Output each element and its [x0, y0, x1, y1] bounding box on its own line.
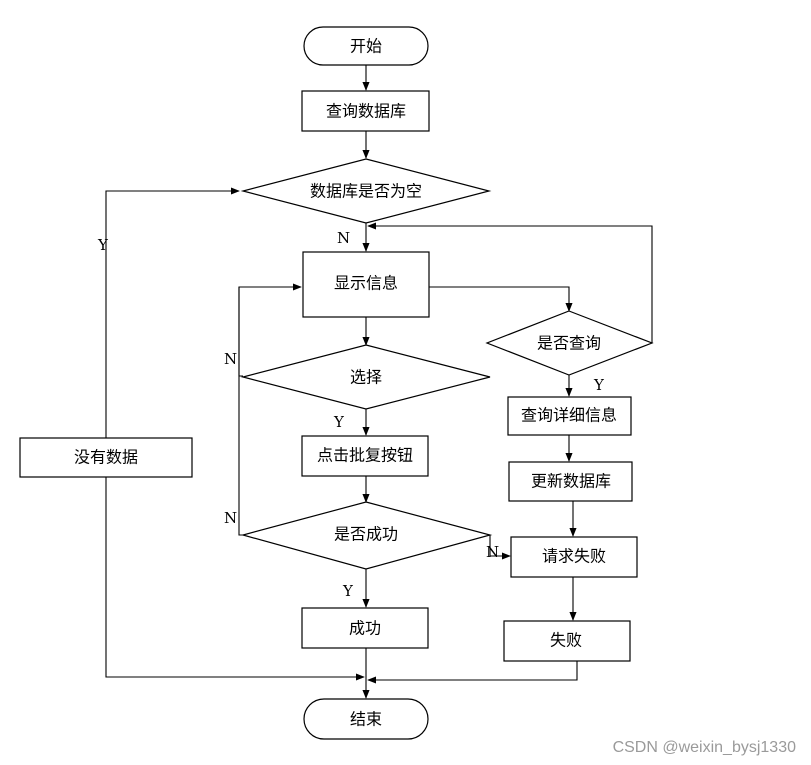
node-is-query-label: 是否查询 [537, 334, 601, 353]
node-update-db: 更新数据库 [508, 461, 633, 502]
label-fail-no: N [486, 543, 499, 561]
edge-fail-to-end [367, 661, 578, 684]
edge-labels: Y N N Y N Y Y N [97, 229, 605, 600]
edge-select-no-to-show-info [238, 283, 302, 377]
node-db-empty-label: 数据库是否为空 [310, 182, 422, 201]
edge-no-data-to-end [105, 477, 365, 681]
node-click-approve-label: 点击批复按钮 [317, 446, 413, 465]
node-success: 成功 [301, 607, 429, 649]
node-end-label: 结束 [350, 710, 382, 729]
label-select-no: N [224, 350, 237, 368]
edge-show-info-to-is-query [429, 286, 573, 312]
label-query-yes: Y [593, 376, 605, 394]
node-update-db-label: 更新数据库 [531, 472, 611, 491]
node-no-data: 没有数据 [19, 437, 193, 478]
node-query-db-label: 查询数据库 [326, 102, 406, 121]
node-fail: 失败 [503, 620, 631, 662]
node-query-detail: 查询详细信息 [507, 396, 632, 436]
label-db-empty-yes: Y [97, 236, 109, 254]
node-is-query: 是否查询 [485, 310, 654, 376]
node-request-fail: 请求失败 [510, 536, 638, 578]
node-query-detail-label: 查询详细信息 [521, 406, 617, 425]
node-request-fail-label: 请求失败 [542, 547, 606, 566]
watermark: CSDN @weixin_bysj1330 [613, 739, 797, 756]
node-fail-label: 失败 [550, 631, 582, 650]
node-is-success: 是否成功 [240, 501, 493, 570]
node-start: 开始 [303, 26, 429, 66]
node-start-label: 开始 [350, 37, 382, 56]
node-no-data-label: 没有数据 [74, 448, 138, 467]
node-end: 结束 [303, 698, 429, 740]
edges [105, 65, 653, 699]
edge-is-success-no-to-request-fail [489, 535, 511, 560]
node-select: 选择 [240, 344, 491, 410]
node-is-success-label: 是否成功 [334, 525, 398, 544]
node-success-label: 成功 [349, 619, 381, 638]
node-query-db: 查询数据库 [301, 90, 430, 132]
node-select-label: 选择 [350, 368, 382, 387]
label-success-no: N [224, 509, 237, 527]
node-click-approve: 点击批复按钮 [301, 435, 429, 477]
edge-is-query-no-to-db-check [367, 222, 653, 343]
node-db-empty: 数据库是否为空 [240, 158, 492, 224]
label-select-yes: Y [333, 413, 345, 431]
edge-is-success-no-to-show-info [238, 287, 243, 536]
label-success-yes: Y [342, 582, 354, 600]
nodes: 开始 查询数据库 数据库是否为空 显示信息 选择 点击批复按钮 是否成功 [19, 26, 654, 740]
label-db-empty-no: N [337, 229, 350, 247]
node-show-info-label: 显示信息 [334, 274, 398, 293]
node-show-info: 显示信息 [302, 251, 430, 318]
edge-db-empty-yes-to-no-data [105, 187, 240, 438]
